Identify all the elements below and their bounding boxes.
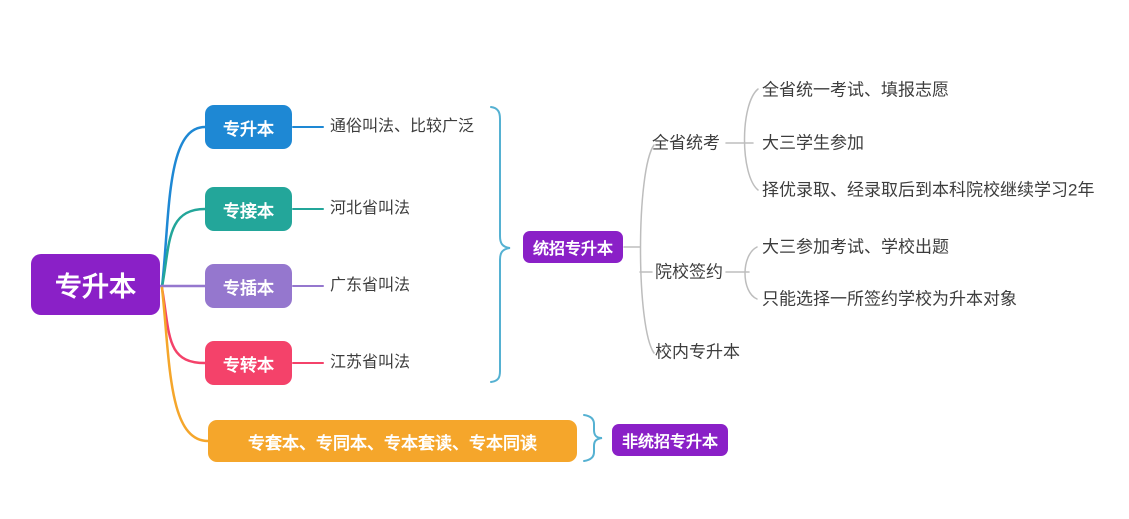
leaf-topic-unified-exam[interactable]: 全省统一考试、填报志愿 — [762, 80, 949, 100]
subtopic-quansheng-tongkao[interactable]: 全省统考 — [652, 133, 720, 153]
branch-node-zhuanzhuanben[interactable]: 专转本 — [205, 341, 292, 385]
leaf-topic-one-school-only[interactable]: 只能选择一所签约学校为升本对象 — [762, 289, 1017, 309]
branch-note-zhuanchaben[interactable]: 广东省叫法 — [330, 277, 411, 294]
connector-root-to-zhuanjieben — [160, 207, 207, 289]
branch-node-zhuanchaben[interactable]: 专插本 — [205, 264, 292, 308]
summary-node-feitongzhao[interactable]: 非统招专升本 — [612, 424, 728, 456]
summary-node-tongzhao[interactable]: 统招专升本 — [523, 231, 623, 263]
connector-root-to-zhuanshengben — [160, 125, 207, 289]
connector-tongzhao-arc — [639, 144, 655, 354]
leaf-topic-junior-join[interactable]: 大三学生参加 — [762, 133, 864, 153]
subtopic-yuanxiao-qianyue[interactable]: 院校签约 — [655, 262, 723, 282]
summary-brace-tongzhao[interactable] — [490, 106, 511, 383]
connector-tongkao-arc — [743, 88, 759, 191]
branch-node-nonunified-names[interactable]: 专套本、专同本、专本套读、专本同读 — [208, 420, 577, 462]
connector-qianyue-arc — [744, 246, 758, 300]
subtopic-xiaonei-zhuanshengben[interactable]: 校内专升本 — [655, 342, 740, 362]
root-node[interactable]: 专升本 — [31, 254, 160, 315]
summary-brace-feitongzhao[interactable] — [583, 414, 603, 462]
connector-root-to-nonunified — [160, 286, 210, 443]
leaf-topic-admission-2years[interactable]: 择优录取、经录取后到本科院校继续学习2年 — [762, 180, 1095, 200]
branch-node-zhuanshengben[interactable]: 专升本 — [205, 105, 292, 149]
leaf-topic-school-exam[interactable]: 大三参加考试、学校出题 — [762, 237, 949, 257]
branch-note-zhuanshengben[interactable]: 通俗叫法、比较广泛 — [330, 118, 475, 135]
branch-node-zhuanjieben[interactable]: 专接本 — [205, 187, 292, 231]
branch-note-zhuanzhuanben[interactable]: 江苏省叫法 — [330, 354, 411, 371]
branch-note-zhuanjieben[interactable]: 河北省叫法 — [330, 200, 411, 217]
